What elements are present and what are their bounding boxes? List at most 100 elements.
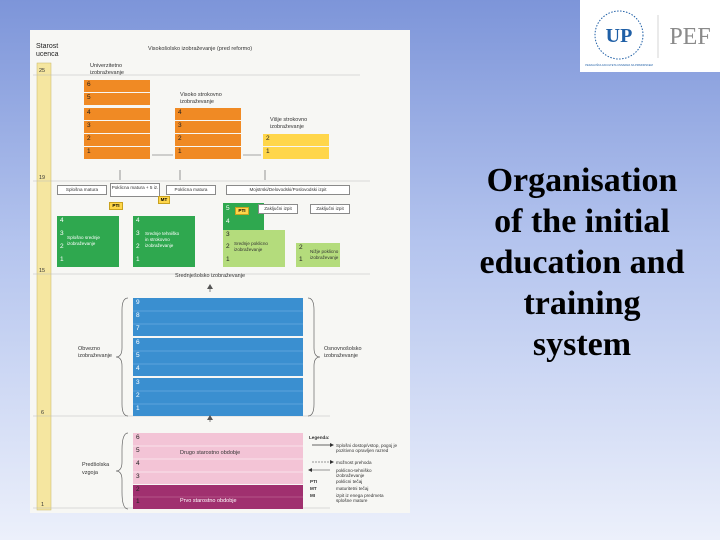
professional-year: 4	[178, 109, 182, 116]
title-line: Organisation	[486, 162, 678, 199]
university-year: 4	[87, 109, 91, 116]
higher-vocational-label-2: izobraževanje	[270, 124, 304, 130]
higher-vocational-year: 2	[266, 135, 270, 142]
higher-vocational-blocks	[263, 134, 329, 159]
age-axis-title-line2: ucenca	[36, 51, 59, 58]
university-logo: UP PEDAGOŠKA FAKULTETA UNIVERZA NA PRIMO…	[585, 10, 711, 67]
title-line: of the initial	[494, 203, 670, 240]
higher-education-label: Visokošolsko izobraževanje (pred reformo…	[148, 46, 253, 52]
basic-year: 6	[136, 339, 140, 346]
logo-ring-text: PEDAGOŠKA FAKULTETA UNIVERZA NA PRIMORSK…	[585, 62, 653, 67]
logo-area: UP PEDAGOŠKA FAKULTETA UNIVERZA NA PRIMO…	[580, 0, 720, 72]
lower-voc-label-2: izobraževanje	[310, 255, 339, 260]
professional-blocks	[175, 108, 241, 159]
legend-item-symbol: PTI	[310, 479, 318, 484]
basic-year: 8	[136, 312, 140, 319]
tech-sec-label-2: in strokovno	[145, 237, 170, 242]
voc-label-1: Srednje poklicno	[234, 241, 268, 246]
preschool-year: 3	[136, 473, 140, 480]
diagram-graphics	[33, 62, 370, 511]
age-label: 1	[41, 502, 45, 508]
lower-voc-year: 1	[299, 256, 303, 263]
second-age-period-label: Drugo starostno obdobje	[180, 450, 241, 456]
vocational-matura-box: Poklicna matura	[166, 185, 216, 195]
legend-item-text: Splošni dostop/vstop, pogoj je pozitivno…	[336, 443, 398, 453]
university-year: 2	[87, 135, 91, 142]
university-blocks	[84, 80, 150, 159]
tech-sec-year: 3	[136, 230, 140, 237]
legend-item-text: poklicni tečaj	[336, 479, 363, 484]
basic-school-label-1: Osnovnošolsko	[324, 346, 362, 352]
general-sec-year: 2	[60, 243, 64, 250]
higher-vocational-year: 1	[266, 148, 270, 155]
legend-item-text: možnost prehoda	[336, 460, 372, 465]
preschool-label-2: vzgoja	[82, 470, 98, 476]
legend-item-symbol: MI	[310, 493, 316, 498]
lower-voc-label-1: Nižje poklicno	[310, 249, 339, 254]
basic-year: 7	[136, 325, 140, 332]
education-system-diagram: Starost ucenca 25 19 15 6 1 Visokošolsko…	[30, 30, 410, 513]
general-secondary-blocks	[57, 203, 340, 267]
professional-label-1: Visoko strokovno	[180, 92, 222, 98]
basic-education-blocks	[133, 298, 303, 416]
preschool-label-1: Predšolska	[82, 462, 110, 468]
tech-sec-label-3: izobraževanje	[145, 243, 174, 248]
age-label: 19	[39, 175, 46, 181]
voc-year: 2	[226, 243, 230, 250]
compulsory-label-2: izobraževanje	[78, 353, 112, 359]
pti-marker: PTI	[109, 202, 123, 210]
preschool-year: 5	[136, 447, 140, 454]
basic-year: 4	[136, 365, 140, 372]
preschool-year: 4	[136, 460, 140, 467]
general-sec-year: 3	[60, 230, 64, 237]
svg-text:PEDAGOŠKA FAKULTETA UNIVERZA N: PEDAGOŠKA FAKULTETA UNIVERZA NA PRIMORSK…	[585, 62, 653, 67]
final-exam-box: Zaključni izpit	[258, 204, 298, 214]
legend-item-text: maturitetni tečaj	[336, 486, 369, 491]
voc-year: 1	[226, 256, 230, 263]
general-matura-box: Splošna matura	[57, 185, 107, 195]
preschool-year: 2	[136, 486, 140, 493]
basic-year: 3	[136, 379, 140, 386]
lower-voc-year: 2	[299, 244, 303, 251]
general-sec-label-2: izobraževanje	[67, 241, 96, 246]
legend-item-text: izpit iz enega predmeta splošne mature	[336, 493, 384, 503]
legend-item-symbol: MT	[310, 486, 317, 491]
preschool-blocks	[133, 433, 303, 509]
university-label-1: Univerzitetno	[90, 63, 123, 69]
compulsory-label-1: Obvezno	[78, 346, 101, 352]
preschool-year: 1	[136, 498, 140, 505]
pti-tag: PTI	[235, 207, 249, 215]
vocational-matura-plus-box: Poklicna matura + 5 iz.	[110, 183, 160, 197]
preschool-year: 6	[136, 434, 140, 441]
up-logo-text: UP	[606, 25, 633, 47]
university-year: 6	[87, 81, 91, 88]
professional-year: 3	[178, 122, 182, 129]
svg-text:PEF: PEF	[669, 24, 710, 50]
mt-marker: MT	[158, 196, 170, 204]
tech-sec-year: 1	[136, 256, 140, 263]
tech-sec-year: 2	[136, 243, 140, 250]
basic-year: 9	[136, 299, 140, 306]
title-line: education and	[479, 244, 685, 281]
tech-sec-label-1: Srednje tehniško	[145, 231, 180, 236]
age-label: 15	[39, 268, 46, 274]
age-label: 6	[41, 410, 45, 416]
voc-year: 3	[226, 231, 230, 238]
higher-vocational-label-1: Višje strokovno	[270, 117, 308, 123]
title-line: system	[532, 326, 632, 363]
professional-year: 2	[178, 135, 182, 142]
svg-text:UP: UP	[606, 25, 633, 47]
legend-title: Legenda:	[309, 435, 330, 440]
title-line: training	[523, 285, 641, 322]
age-axis-title-line1: Starost	[36, 43, 59, 50]
legend-arrows	[308, 443, 334, 472]
age-label: 25	[39, 68, 46, 74]
professional-label-2: izobraževanje	[180, 99, 214, 105]
general-sec-year: 4	[60, 217, 64, 224]
university-year: 3	[87, 122, 91, 129]
tech-sec-year: 4	[136, 217, 140, 224]
pef-logo-text: PEF	[669, 24, 710, 50]
age-column	[36, 62, 52, 511]
final-exam-box: Zaključni izpit	[310, 204, 350, 214]
basic-year: 1	[136, 405, 140, 412]
